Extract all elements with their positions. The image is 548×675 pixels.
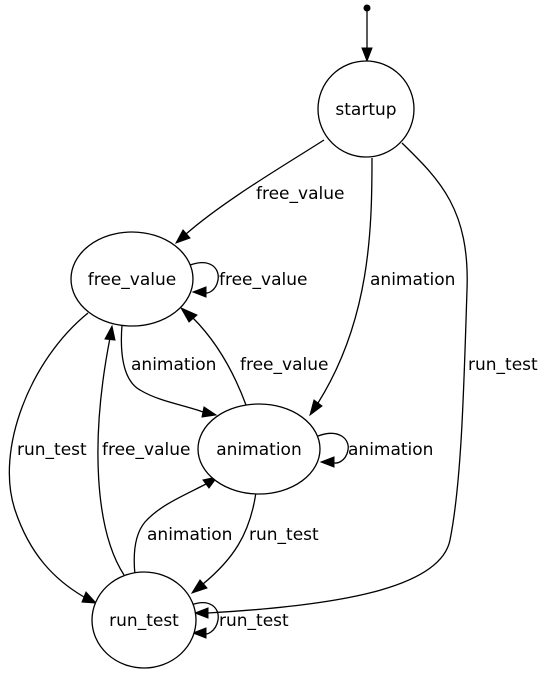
arrowhead-startup-to-run-test — [193, 607, 209, 619]
edge-startup-to-run-test — [207, 142, 468, 614]
node-free-value-shape — [70, 231, 194, 327]
edge-label-run-test-loop: run_test — [219, 611, 289, 631]
edge-label-animation-to-free-value: free_value — [240, 355, 328, 375]
arrowhead-initial-to-startup — [361, 47, 373, 63]
node-animation-label: animation — [216, 440, 301, 460]
node-startup-label: startup — [335, 100, 396, 120]
node-run-test: run_test — [91, 571, 197, 669]
edge-startup-to-animation — [317, 157, 373, 404]
edge-run-test-loop — [190, 602, 219, 635]
arrowhead-free-value-to-animation — [201, 406, 218, 418]
edge-label-run-test-to-free-value: free_value — [102, 440, 190, 460]
node-free-value-label: free_value — [88, 270, 176, 290]
node-run-test-shape — [91, 571, 197, 669]
edge-run-test-to-free-value — [97, 337, 125, 576]
node-animation-shape — [197, 403, 321, 495]
edge-label-free-value-to-animation: animation — [131, 355, 216, 375]
arrowhead-free-value-to-run-test — [81, 591, 98, 604]
edge-animation-to-run-test — [202, 491, 257, 585]
edge-run-test-to-animation — [133, 483, 207, 576]
arrowhead-startup-to-animation — [309, 399, 323, 417]
arrowhead-run-test-to-free-value — [104, 324, 116, 341]
node-animation: animation — [197, 403, 321, 495]
initial-state-dot — [363, 4, 371, 12]
arrowhead-animation-loop — [319, 456, 335, 468]
arrowhead-animation-to-run-test — [190, 579, 208, 594]
arrowhead-animation-to-free-value — [179, 306, 198, 323]
edge-label-startup-to-animation: animation — [370, 270, 455, 290]
edge-label-startup-to-run-test: run_test — [468, 355, 538, 375]
edge-animation-to-free-value — [192, 317, 247, 406]
edge-label-run-test-to-animation: animation — [147, 525, 232, 545]
node-run-test-label: run_test — [109, 611, 179, 631]
edge-free-value-to-run-test — [8, 312, 89, 598]
edge-label-animation-to-run-test: run_test — [249, 525, 319, 545]
edge-animation-loop — [317, 432, 349, 464]
node-free-value: free_value — [70, 231, 194, 327]
arrowhead-startup-to-free-value — [174, 229, 191, 244]
arrowhead-free-value-loop — [191, 286, 207, 298]
edge-free-value-to-animation — [120, 324, 204, 413]
edge-free-value-loop — [189, 262, 219, 294]
edge-startup-to-free-value — [185, 139, 325, 235]
node-startup-shape — [317, 60, 415, 158]
edge-label-startup-to-free-value: free_value — [256, 184, 344, 204]
edge-label-free-value-loop: free_value — [219, 270, 307, 290]
edge-label-free-value-to-run-test: run_test — [17, 440, 87, 460]
arrowhead-run-test-loop — [191, 627, 207, 639]
edge-label-animation-loop: animation — [348, 440, 433, 460]
node-startup: startup — [317, 60, 415, 158]
